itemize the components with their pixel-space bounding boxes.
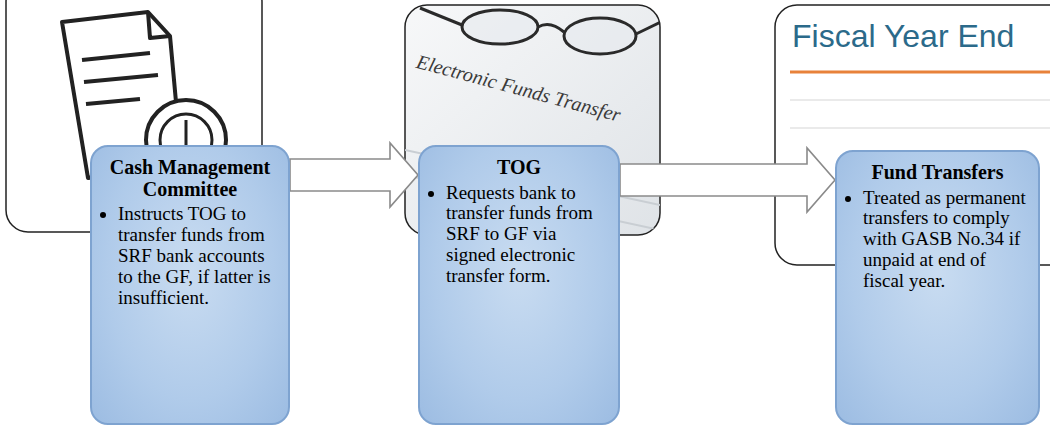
box-heading: Cash Management Committee — [100, 157, 280, 200]
bullet-list: Requests bank to transfer funds from SRF… — [428, 183, 610, 287]
box-heading: TOG — [428, 157, 610, 179]
box-heading: Fund Transfers — [845, 162, 1030, 184]
bullet-list: Instructs TOG to transfer funds from SRF… — [100, 204, 280, 308]
bullet-text: Requests bank to transfer funds from SRF… — [446, 183, 610, 287]
process-box: Fund TransfersTreated as permanent trans… — [835, 150, 1040, 425]
illustration-text: Fiscal Year End — [792, 18, 1014, 55]
illustration-text: Electronic Funds Transfer — [414, 50, 623, 127]
process-box: Cash Management CommitteeInstructs TOG t… — [90, 145, 290, 425]
bullet-list: Treated as permanent transfers to comply… — [845, 188, 1030, 292]
block-arrow — [290, 143, 418, 207]
block-arrow — [620, 148, 835, 212]
process-box: TOG Requests bank to transfer funds from … — [418, 145, 620, 425]
bullet-text: Instructs TOG to transfer funds from SRF… — [118, 204, 280, 308]
bullet-text: Treated as permanent transfers to comply… — [863, 188, 1030, 292]
